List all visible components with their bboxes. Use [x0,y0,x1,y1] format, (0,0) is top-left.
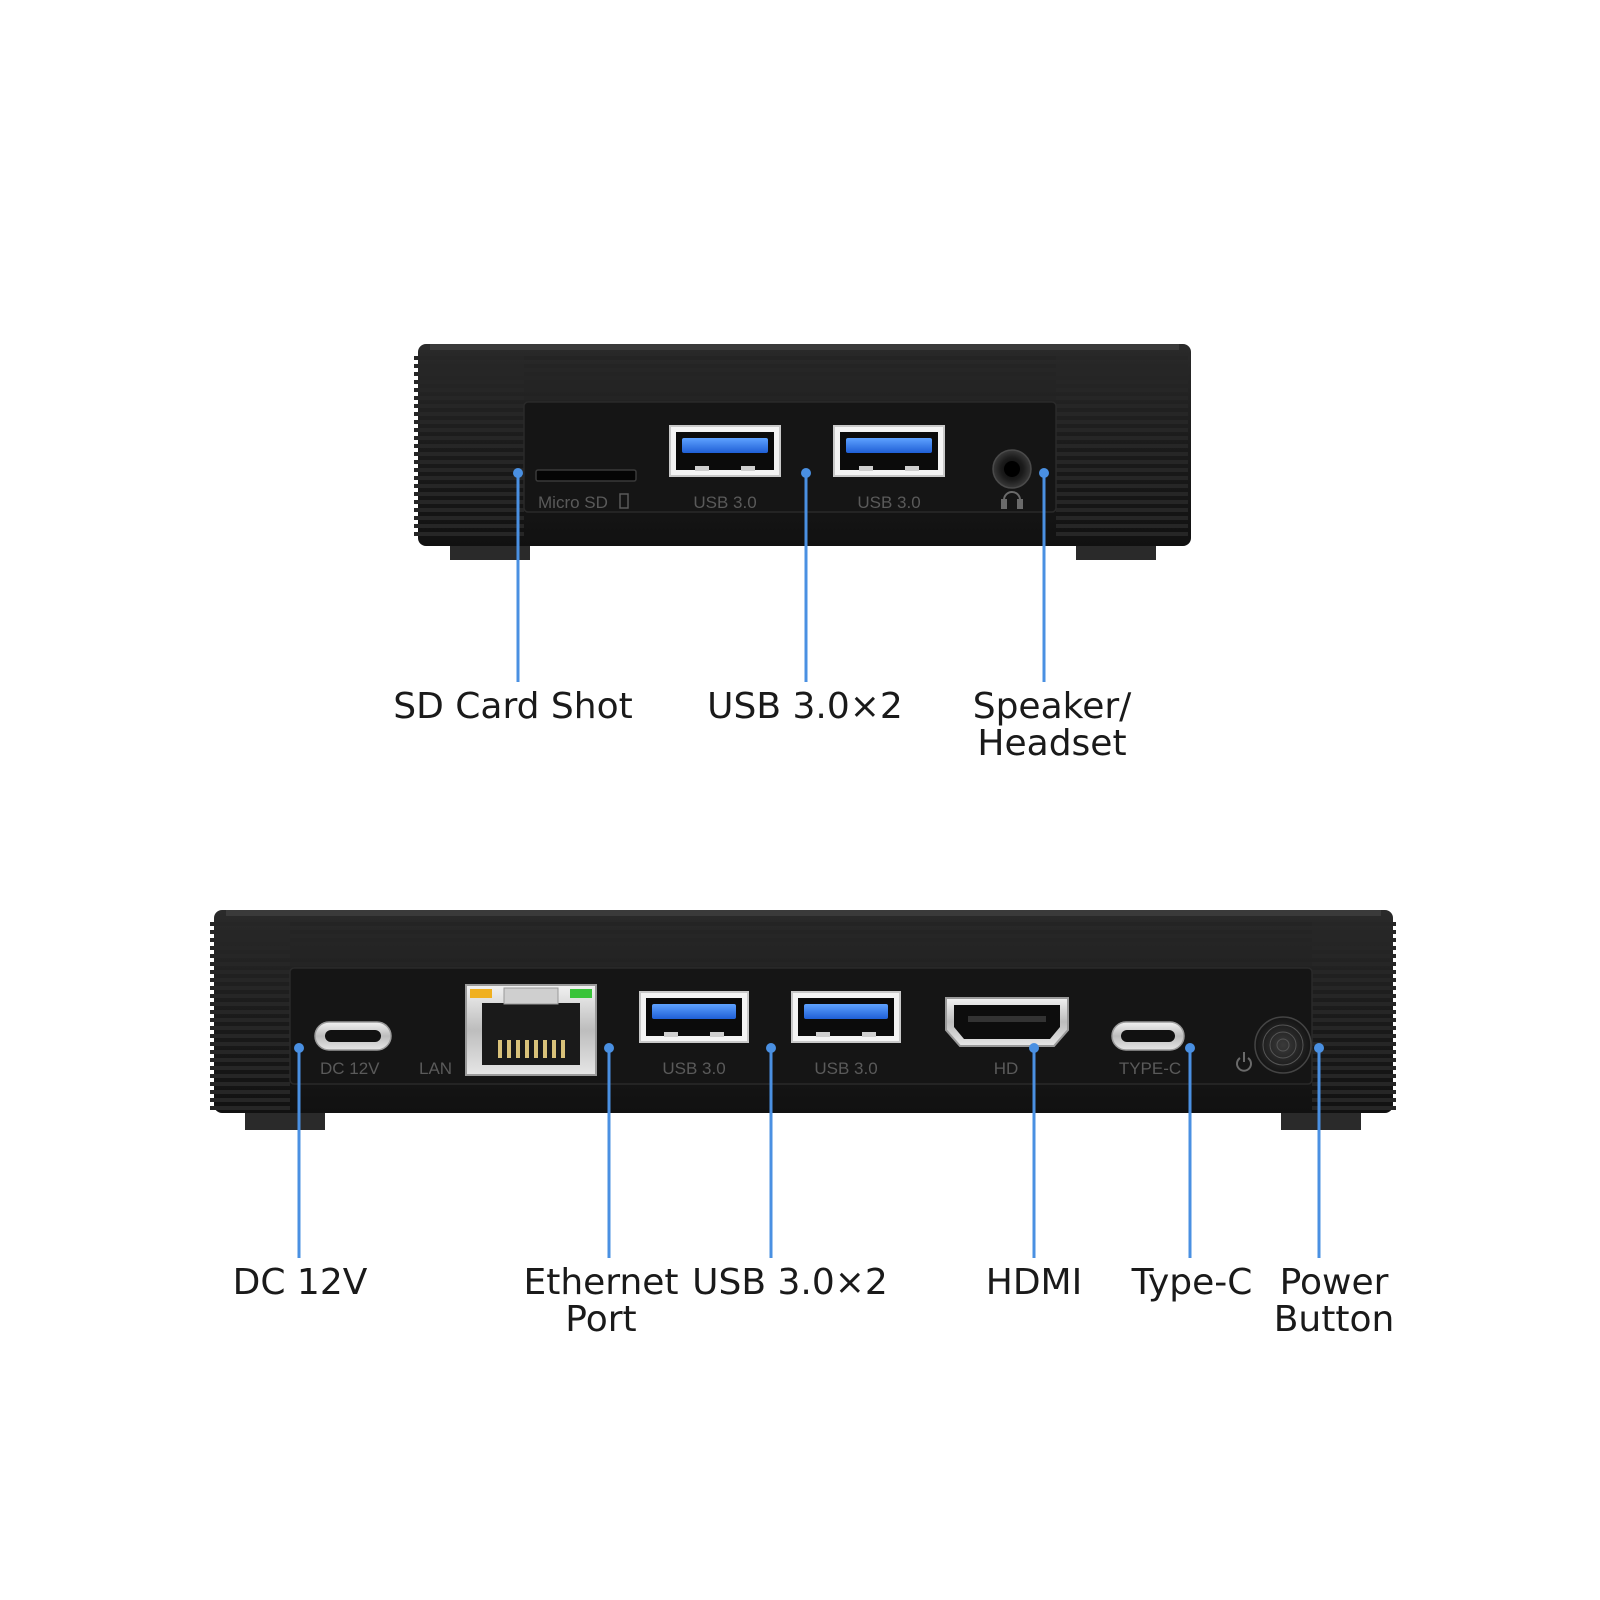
front-usb-port-1: USB 3.0 [669,425,781,512]
lan-led-amber [470,989,492,998]
rear-foot-right [1281,1108,1361,1130]
leader-sd-dot [513,468,523,478]
micro-sd-slot: Micro SD [535,469,637,512]
rear-usb-port-1: USB 3.0 [639,991,749,1078]
power-button [1254,1016,1312,1074]
callout-power-button: Power Button [1273,1262,1395,1340]
callout-front-usb: USB 3.0×2 [707,686,903,727]
headphone-icon [1001,491,1023,509]
typec-port: TYPE-C [1111,1021,1185,1078]
front-device: Micro SD USB 3.0 USB 3.0 [414,344,1191,560]
leader-typec-dot [1185,1043,1195,1053]
rear-heatsink-top [290,922,1312,966]
callout-ethernet-port: Ethernet Port [523,1262,679,1340]
front-usb-port-2: USB 3.0 [833,425,945,512]
leader-audio-dot [1039,468,1049,478]
micro-sd-label: Micro SD [538,493,608,512]
front-usb-label-1: USB 3.0 [693,493,756,512]
front-heatsink-top [524,356,1056,400]
audio-jack [992,449,1032,489]
power-icon [1236,1052,1252,1072]
typec-label: TYPE-C [1119,1059,1181,1078]
rear-heatsink-right [1312,922,1396,1110]
callout-leader-lines [294,468,1324,1258]
leader-rear-usb-dot [766,1043,776,1053]
rear-usb-port-2: USB 3.0 [791,991,901,1078]
leader-dc-dot [294,1043,304,1053]
leader-ethernet-dot [604,1043,614,1053]
callout-hdmi: HDMI [985,1262,1083,1303]
leader-hdmi-dot [1029,1043,1039,1053]
front-heatsink-right [1056,356,1188,536]
dc-port: DC 12V [314,1021,392,1078]
callout-dc-12v: DC 12V [232,1262,368,1303]
rear-usb-label-1: USB 3.0 [662,1059,725,1078]
hdmi-label: HD [994,1059,1019,1078]
callout-rear-usb: USB 3.0×2 [692,1262,888,1303]
rear-usb-label-2: USB 3.0 [814,1059,877,1078]
rear-device: DC 12V LAN USB 3.0 [210,910,1396,1130]
rear-heatsink-left [210,922,290,1110]
ethernet-port: LAN [419,984,597,1078]
hdmi-port: HD [945,997,1069,1078]
leader-power-dot [1314,1043,1324,1053]
dc-port-label: DC 12V [320,1059,380,1078]
callout-type-c: Type-C [1131,1262,1253,1303]
front-usb-label-2: USB 3.0 [857,493,920,512]
leader-front-usb-dot [801,468,811,478]
front-heatsink-left [414,356,524,536]
lan-led-green [570,989,592,998]
callout-speaker-headset: Speaker/ Headset [972,686,1132,764]
callout-sd-card: SD Card Shot [393,686,633,727]
rear-foot-left [245,1108,325,1130]
lan-label: LAN [419,1059,452,1078]
